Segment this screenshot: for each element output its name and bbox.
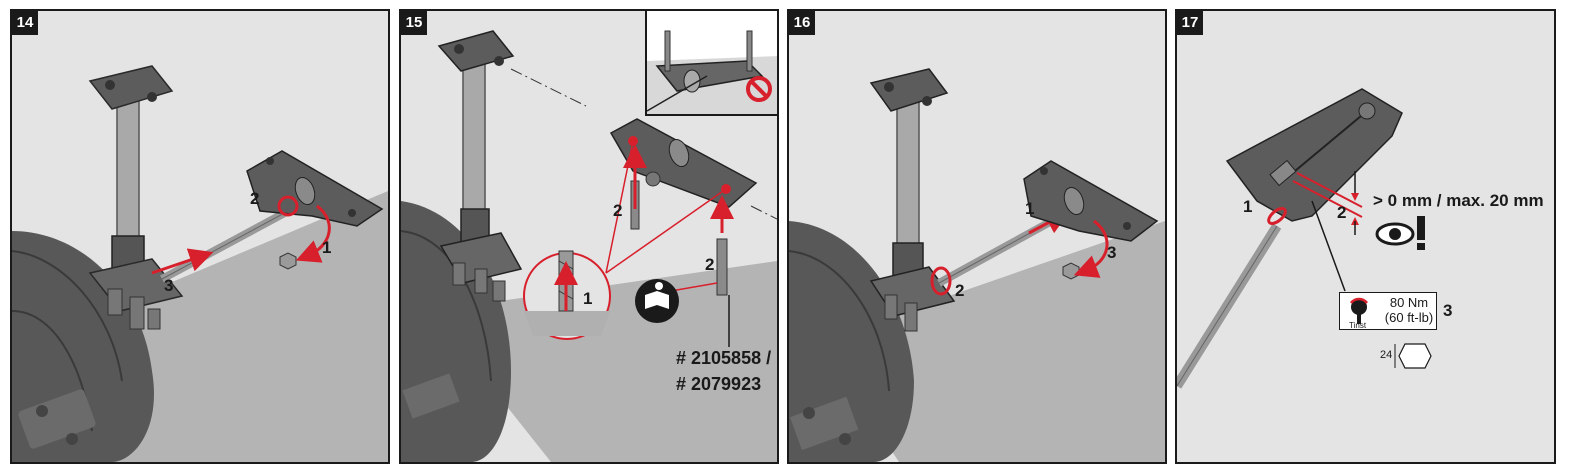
- no-entry-icon: [746, 76, 772, 102]
- callout-3: 3: [1107, 243, 1117, 262]
- callout-3: 3: [164, 276, 174, 295]
- torque-ftlb: (60 ft-lb): [1384, 310, 1434, 325]
- callout-2: 2: [955, 281, 965, 300]
- ceiling-plate: [88, 65, 174, 110]
- assembly-illustration: [12, 65, 388, 462]
- step-panel-14: 14 1: [10, 9, 390, 464]
- step-number: 17: [1177, 11, 1203, 35]
- step-number: 14: [12, 11, 38, 35]
- torque-wrench-icon: [1350, 297, 1368, 324]
- socket-size: 24: [1380, 349, 1393, 361]
- assembly-illustration: [1177, 88, 1432, 389]
- callout-1: 1: [1025, 199, 1035, 218]
- assembly-illustration: [789, 68, 1165, 462]
- step-number: 15: [401, 11, 427, 35]
- threaded-rod: [116, 90, 140, 252]
- callout-2a: 2: [613, 201, 623, 220]
- part-numbers: # 2105858 / # 2079923: [676, 345, 771, 397]
- hex-socket-icon: [1398, 343, 1432, 369]
- step-number: 16: [789, 11, 815, 35]
- callout-1: 1: [322, 238, 332, 257]
- callout-1: 1: [1243, 197, 1253, 216]
- step-panel-17: 17 1 2 > 0 mm / max. 20 mm: [1175, 9, 1556, 464]
- step-panel-16: 16 1 2 3: [787, 9, 1167, 464]
- torque-value: 80 Nm (60 ft-lb): [1380, 295, 1438, 325]
- callout-2b: 2: [705, 255, 715, 274]
- assembly-illustration: [401, 30, 777, 462]
- torque-nm: 80 Nm: [1389, 295, 1429, 310]
- callout-3: 3: [1443, 301, 1453, 320]
- torque-label: Tinst: [1349, 321, 1367, 330]
- exclamation-icon: [1417, 216, 1425, 240]
- gap-measurement: > 0 mm / max. 20 mm: [1373, 191, 1544, 210]
- part-number-2: # 2079923: [676, 374, 762, 394]
- callout-1: 1: [583, 289, 593, 308]
- part-number-1: # 2105858 /: [676, 348, 772, 368]
- brace-bracket: [246, 150, 384, 227]
- inset-wrong-installation: [645, 11, 777, 116]
- callout-2: 2: [250, 189, 260, 208]
- callout-2: 2: [1337, 203, 1347, 222]
- step-panel-15: 15: [399, 9, 779, 464]
- torque-spec: Tinst 80 Nm (60 ft-lb): [1339, 292, 1437, 330]
